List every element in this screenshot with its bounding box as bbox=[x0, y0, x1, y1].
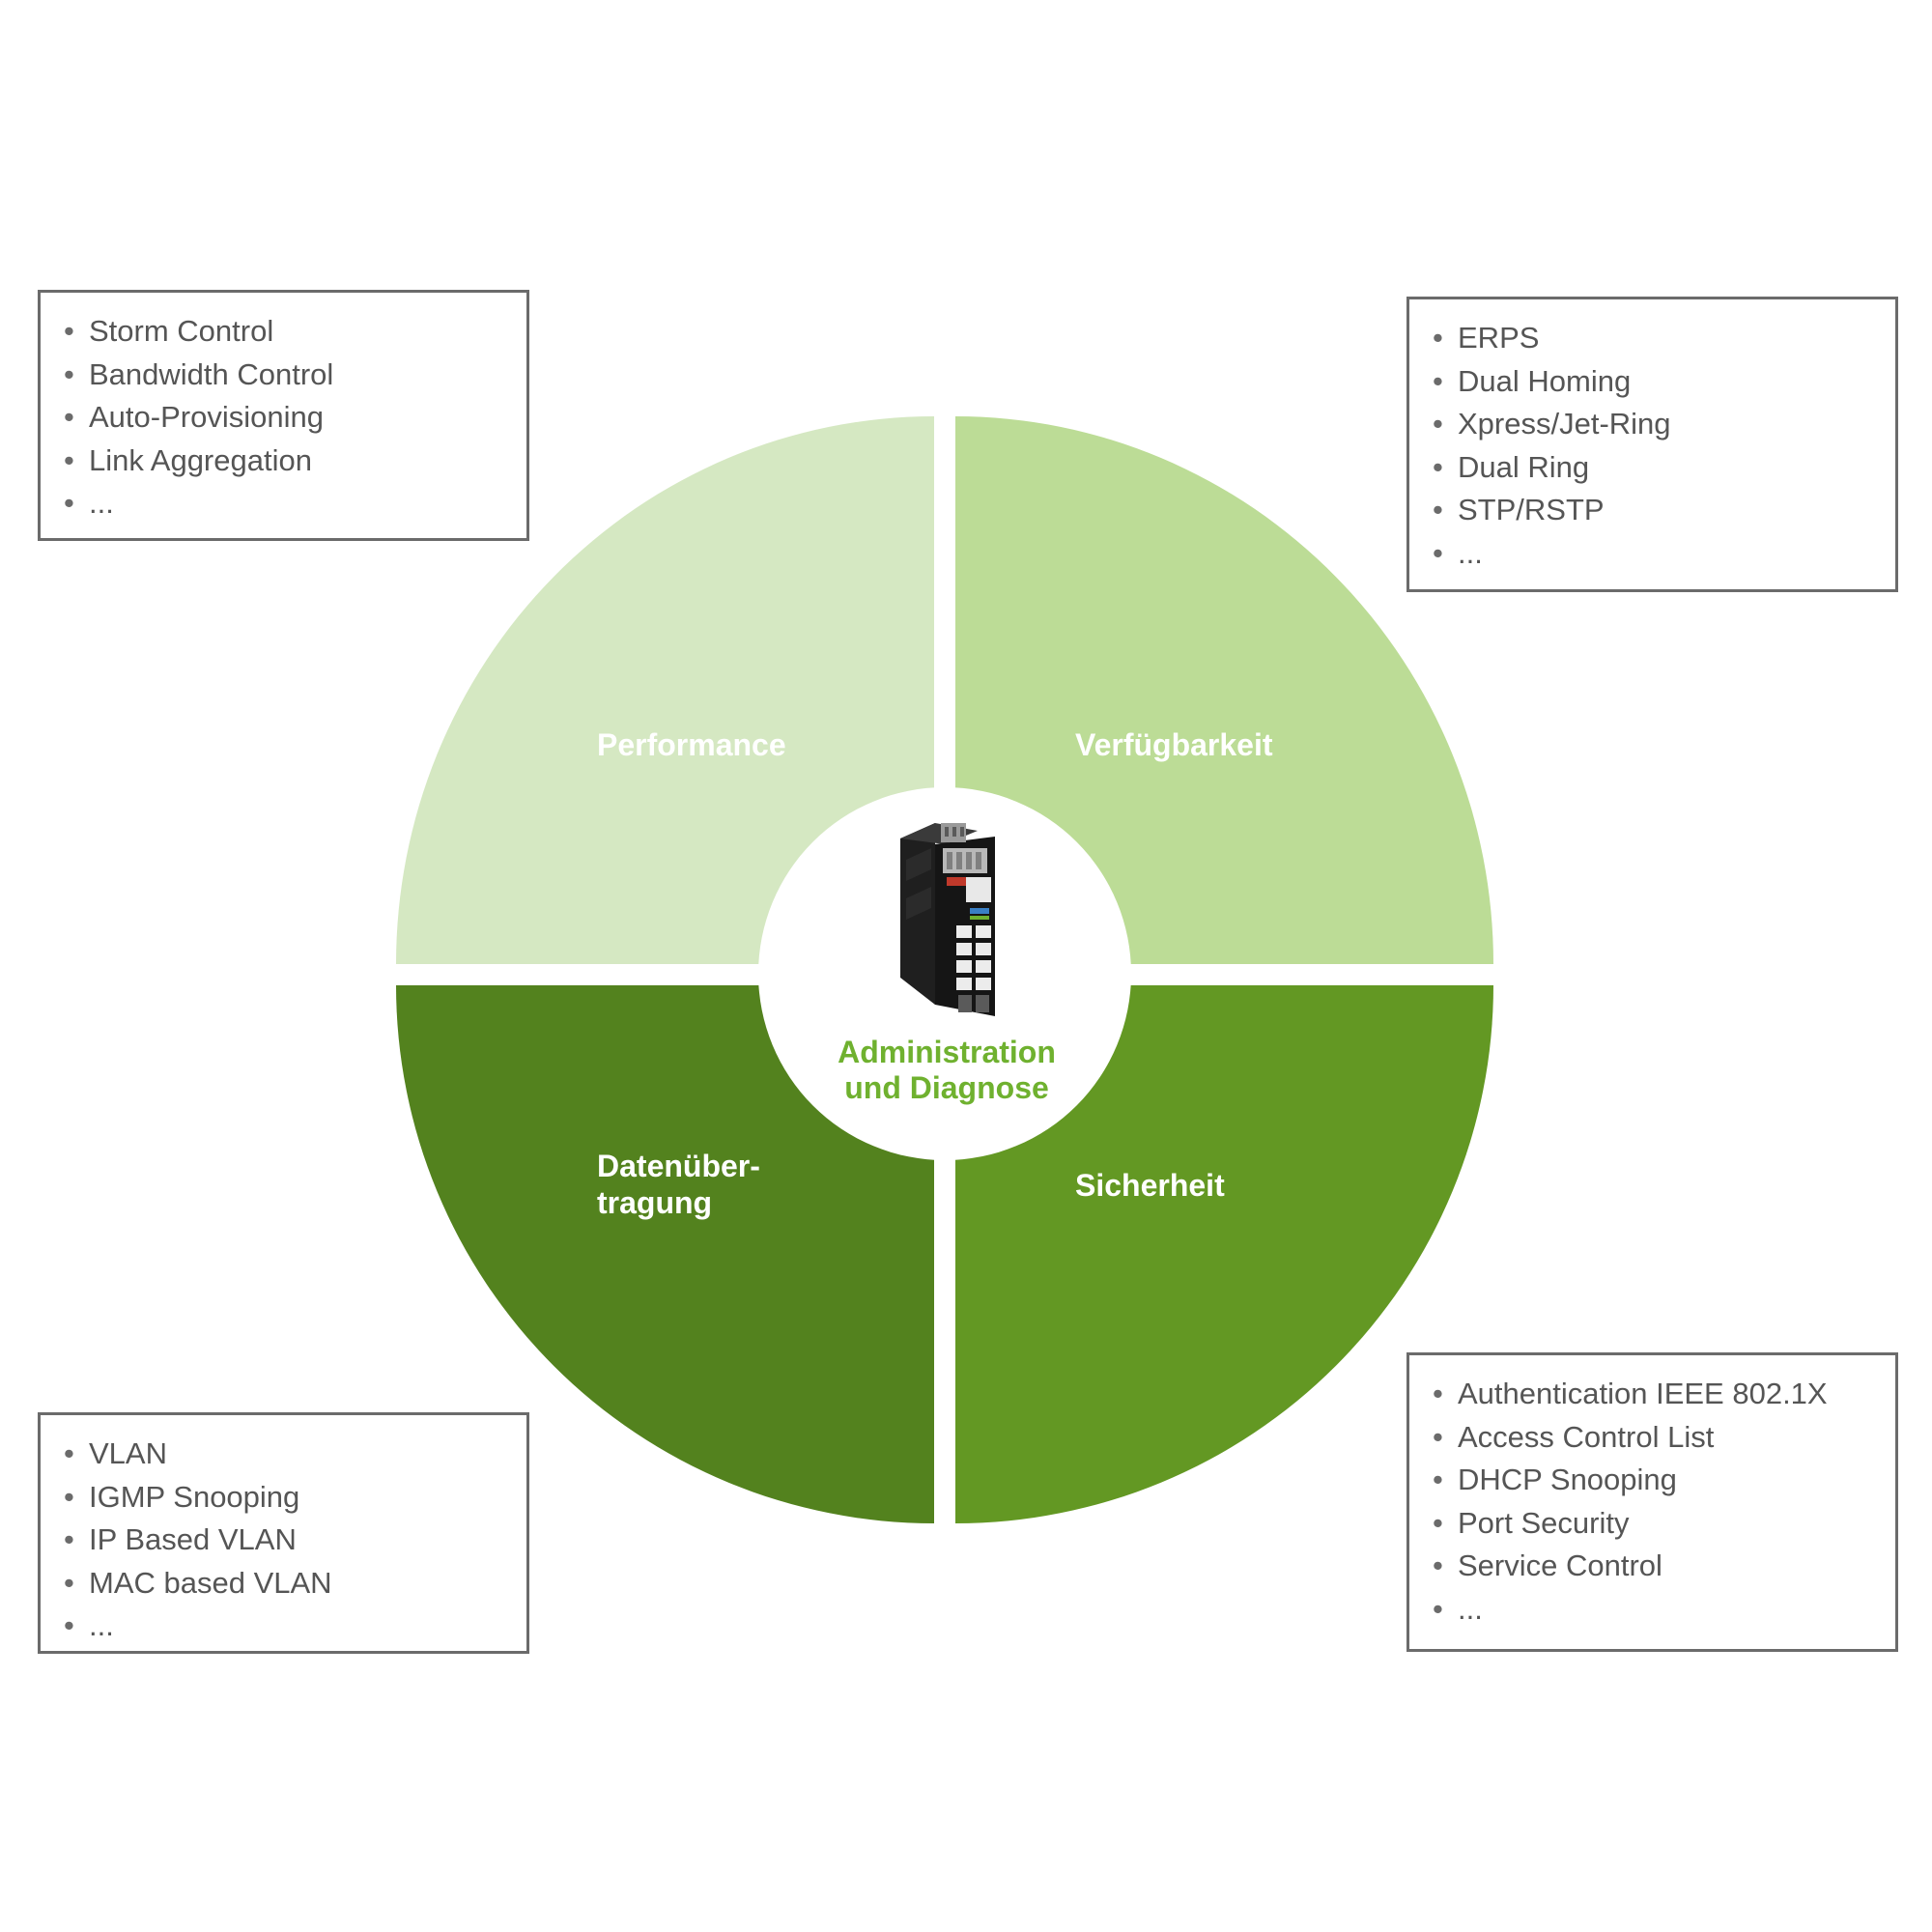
list-item-label: Port Security bbox=[1458, 1505, 1630, 1540]
list-item-label: ... bbox=[1458, 1591, 1483, 1626]
list-item-label: DHCP Snooping bbox=[1458, 1463, 1677, 1496]
list-item-label: Auto-Provisioning bbox=[89, 400, 324, 434]
list-item-label: Xpress/Jet-Ring bbox=[1458, 407, 1671, 440]
list-item: •... bbox=[64, 486, 114, 520]
list-item: •Dual Homing bbox=[1433, 363, 1632, 398]
list-item-label: Storm Control bbox=[89, 314, 274, 348]
list-item: •Auto-Provisioning bbox=[64, 400, 324, 434]
list-item-label: Bandwidth Control bbox=[89, 356, 334, 391]
center-title: Administration und Diagnose bbox=[838, 1035, 1056, 1105]
list-item-label: Link Aggregation bbox=[89, 442, 312, 477]
list-item-label: Authentication IEEE 802.1X bbox=[1458, 1377, 1828, 1410]
segment-label-performance: Performance bbox=[597, 727, 786, 762]
feature-box-security: •Authentication IEEE 802.1X •Access Cont… bbox=[1406, 1352, 1898, 1652]
list-item: •Access Control List bbox=[1433, 1419, 1715, 1454]
feature-box-transfer: •VLAN •IGMP Snooping •IP Based VLAN •MAC… bbox=[38, 1412, 529, 1654]
list-item: •Port Security bbox=[1433, 1505, 1630, 1540]
list-item: •... bbox=[64, 1608, 114, 1642]
list-item-label: VLAN bbox=[89, 1436, 167, 1470]
list-item: •IGMP Snooping bbox=[64, 1479, 300, 1514]
list-item: •Dual Ring bbox=[1433, 449, 1590, 484]
list-item: •Xpress/Jet-Ring bbox=[1433, 407, 1671, 440]
list-item-label: STP/RSTP bbox=[1458, 493, 1605, 526]
segment-label-security: Sicherheit bbox=[1075, 1168, 1225, 1203]
list-item: •... bbox=[1433, 535, 1483, 570]
segment-label-transfer: Datenüber- tragung bbox=[597, 1149, 760, 1220]
feature-box-performance: •Storm Control •Bandwidth Control •Auto-… bbox=[38, 290, 529, 541]
list-item-label: IGMP Snooping bbox=[89, 1479, 300, 1514]
segment-label-availability: Verfügbarkeit bbox=[1075, 727, 1273, 762]
list-item: •Storm Control bbox=[64, 314, 274, 348]
list-item-label: ERPS bbox=[1458, 321, 1540, 355]
list-item-label: MAC based VLAN bbox=[89, 1565, 332, 1600]
list-item: •MAC based VLAN bbox=[64, 1565, 332, 1600]
list-item-label: IP Based VLAN bbox=[89, 1522, 297, 1556]
list-item-label: Service Control bbox=[1458, 1548, 1662, 1582]
list-item-label: ... bbox=[89, 486, 114, 520]
list-item: •DHCP Snooping bbox=[1433, 1463, 1677, 1496]
list-item: •... bbox=[1433, 1591, 1483, 1626]
list-item: •IP Based VLAN bbox=[64, 1522, 297, 1556]
segment-performance bbox=[396, 416, 934, 964]
list-item: •ERPS bbox=[1433, 321, 1540, 355]
switch-device-image bbox=[900, 823, 995, 1016]
list-item-label: ... bbox=[1458, 535, 1483, 570]
list-item: •Authentication IEEE 802.1X bbox=[1433, 1377, 1828, 1410]
list-item-label: Dual Ring bbox=[1458, 449, 1590, 484]
segment-availability bbox=[955, 416, 1493, 964]
segment-transfer bbox=[396, 985, 934, 1523]
feature-box-availability: •ERPS •Dual Homing •Xpress/Jet-Ring •Dua… bbox=[1406, 297, 1898, 592]
list-item: •VLAN bbox=[64, 1436, 167, 1470]
segment-security bbox=[955, 985, 1493, 1523]
list-item: •STP/RSTP bbox=[1433, 493, 1605, 526]
list-item: •Link Aggregation bbox=[64, 442, 312, 477]
list-item-label: Dual Homing bbox=[1458, 363, 1632, 398]
list-item-label: Access Control List bbox=[1458, 1419, 1715, 1454]
list-item: •Service Control bbox=[1433, 1548, 1662, 1582]
list-item: •Bandwidth Control bbox=[64, 356, 334, 391]
list-item-label: ... bbox=[89, 1608, 114, 1642]
